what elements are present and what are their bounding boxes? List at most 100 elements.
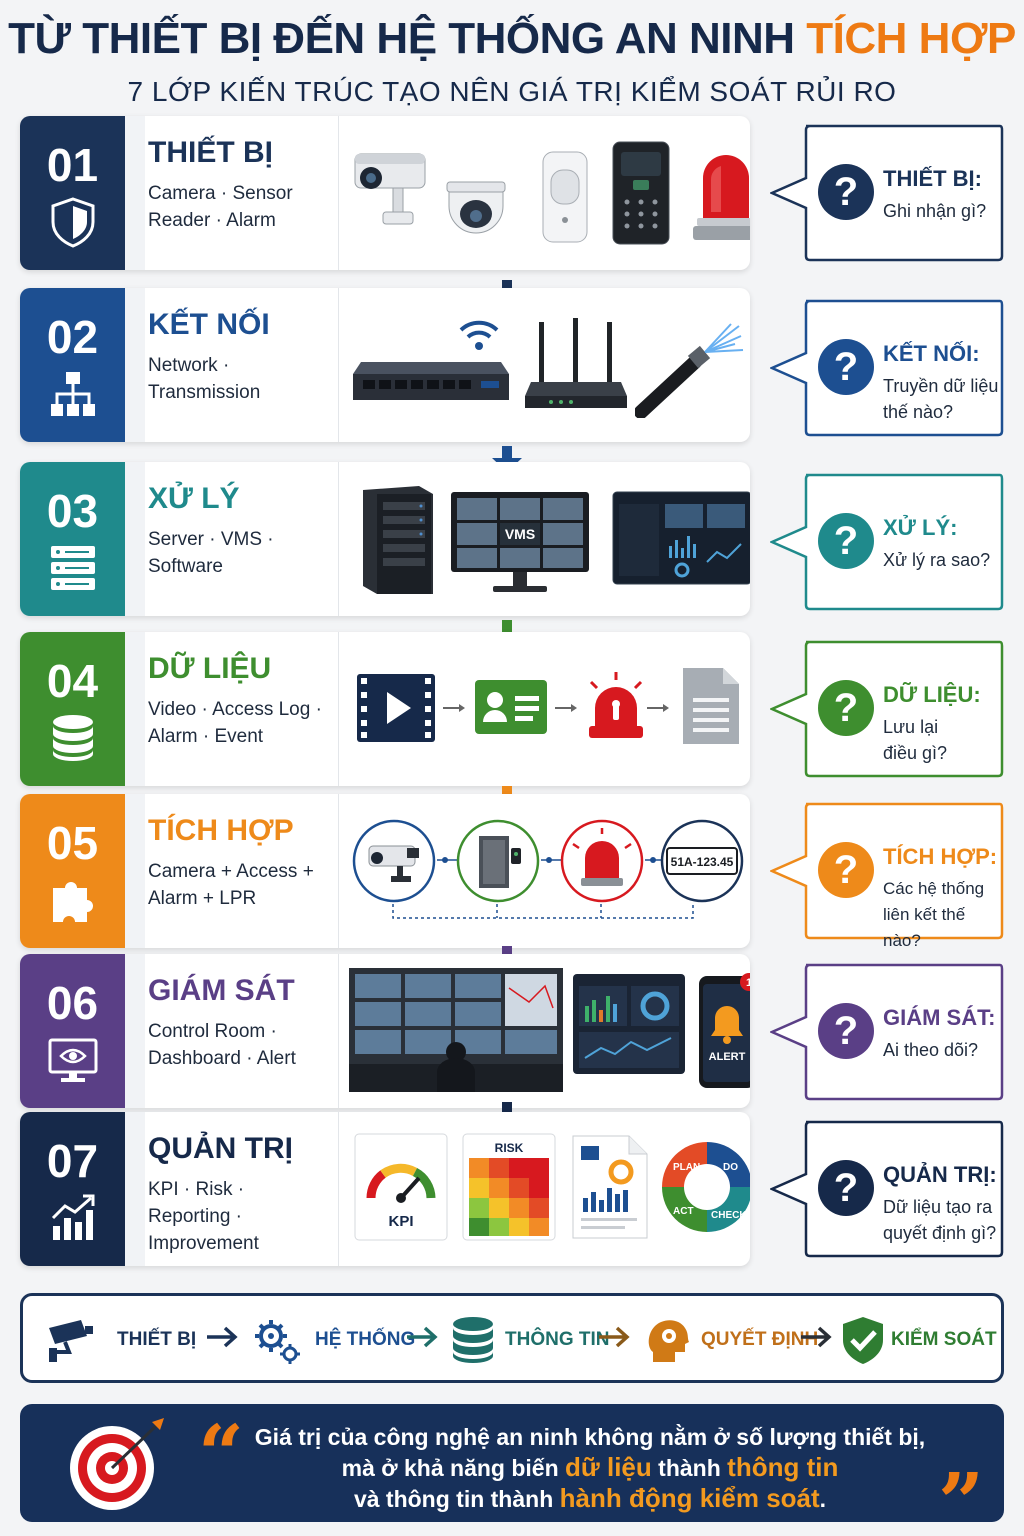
layer-name: GIÁM SÁT — [148, 974, 295, 1007]
layer-number-block: 04 — [20, 632, 125, 786]
monitoring-illustrations: ALERT 1 — [345, 954, 750, 1108]
layer-card-3: 03 XỬ LÝ Server · VMS · Software VMS — [20, 462, 750, 616]
layer-name: XỬ LÝ — [148, 482, 240, 515]
access-door-circle-icon — [456, 819, 540, 903]
layer-desc-line: Camera · Sensor — [148, 183, 293, 204]
network-illustrations — [345, 288, 745, 442]
head-gear-icon — [643, 1314, 695, 1362]
question-mark-icon: ? — [818, 164, 874, 220]
integration-connector-lines — [392, 857, 694, 919]
flow-arrow-icon — [207, 1326, 238, 1348]
layer-desc-line: Reporting · — [148, 1206, 242, 1227]
pdca-do-label: DO — [723, 1162, 738, 1173]
processing-illustrations: VMS — [345, 462, 750, 616]
software-dashboard-illustration — [612, 491, 750, 585]
router-illustration — [525, 318, 627, 408]
flow-step-label: KIỂM SOÁT — [891, 1329, 997, 1350]
layer-number: 07 — [46, 1135, 99, 1187]
flow-arrow-icon — [801, 1326, 832, 1348]
question-callout-1: ? THIẾT BỊ: Ghi nhận gì? — [770, 124, 1004, 262]
document-icon — [683, 668, 739, 744]
layer-number: 04 — [46, 655, 99, 707]
question-title: DỮ LIỆU: — [883, 682, 981, 707]
mobile-alert-illustration: ALERT 1 — [699, 973, 750, 1088]
layer-desc-line: Transmission — [148, 382, 261, 403]
question-mark-icon: ? — [818, 1003, 874, 1059]
flow-connector — [555, 704, 577, 712]
control-room-illustration — [349, 968, 563, 1092]
vms-label: VMS — [505, 526, 535, 542]
question-callout-3: ? XỬ LÝ: Xử lý ra sao? — [770, 473, 1004, 611]
question-text: Ghi nhận gì? — [883, 201, 987, 221]
bullet-camera-illustration — [354, 153, 426, 225]
quote-banner: “ Giá trị của công nghệ an ninh không nằ… — [20, 1404, 1004, 1536]
layer-number-block: 03 — [20, 462, 125, 616]
layer-card-5: 05 TÍCH HỢP Camera + Access + Alarm + LP… — [20, 794, 750, 948]
question-mark-icon: ? — [818, 339, 874, 395]
layer-card-7: 07 QUẢN TRỊ KPI · Risk · Reporting · Imp… — [20, 1112, 750, 1266]
layer-name: THIẾT BỊ — [148, 136, 273, 169]
report-document-card — [572, 1135, 648, 1239]
flow-step-label: QUYẾT ĐỊNH — [701, 1329, 819, 1350]
layer-name: KẾT NỐI — [148, 308, 270, 341]
network-switch-illustration — [353, 362, 509, 400]
close-quote-mark: ” — [938, 1455, 985, 1536]
layer-card-4: 04 DỮ LIỆU Video · Access Log · Alarm · … — [20, 632, 750, 786]
alert-badge-count: 1 — [746, 977, 750, 989]
dome-camera-illustration — [446, 181, 506, 234]
question-title: THIẾT BỊ: — [883, 166, 982, 191]
flow-step-label: HỆ THỐNG — [315, 1329, 416, 1350]
server-icon — [47, 542, 99, 594]
monitor-eye-icon — [47, 1034, 99, 1086]
layer-desc-line: Video · Access Log · — [148, 699, 322, 720]
open-quote-mark: “ — [198, 1407, 245, 1501]
shield-check-icon — [837, 1314, 889, 1364]
layer-desc-line: Dashboard · Alert — [148, 1048, 296, 1069]
flow-step-label: THIẾT BỊ — [117, 1329, 197, 1350]
gears-icon — [251, 1314, 303, 1364]
layer-desc-line: Improvement — [148, 1233, 259, 1254]
page-subtitle: 7 LỚP KIẾN TRÚC TẠO NÊN GIÁ TRỊ KIỂM SOÁ… — [127, 76, 897, 107]
fiber-cable-illustration — [635, 323, 744, 418]
layer-desc-line: KPI · Risk · — [148, 1179, 245, 1200]
layer-desc-line: Alarm · Event — [148, 726, 264, 747]
question-title: KẾT NỐI: — [883, 341, 980, 366]
question-mark-icon: ? — [818, 842, 874, 898]
layer-desc-line: Alarm + LPR — [148, 888, 257, 909]
layer-desc-line: Software — [148, 556, 223, 577]
risk-label: RISK — [495, 1141, 524, 1155]
layer-number: 06 — [46, 977, 99, 1029]
layer-card-2: 02 KẾT NỐI Network · Transmission — [20, 288, 750, 442]
flow-arrow-icon — [407, 1326, 438, 1348]
growth-chart-icon — [47, 1192, 99, 1244]
layer-name: TÍCH HỢP — [148, 814, 294, 847]
device-illustrations — [345, 116, 750, 270]
pdca-cycle-icon: PLAN DO CHECK ACT — [662, 1142, 750, 1232]
integration-illustrations: 51A-123.45 — [345, 794, 745, 948]
pdca-plan-label: PLAN — [673, 1162, 700, 1173]
alarm-siren-illustration — [693, 155, 750, 240]
shield-icon — [47, 196, 99, 248]
value-flow-bar: THIẾT BỊ HỆ THỐNG THÔNG TIN QUYẾT ĐỊNH K… — [20, 1293, 1004, 1383]
flow-connector — [647, 704, 669, 712]
flow-arrow-icon — [599, 1326, 630, 1348]
question-callout-6: ? GIÁM SÁT: Ai theo dõi? — [770, 963, 1004, 1101]
risk-matrix-card: RISK — [462, 1133, 556, 1241]
layer-number: 05 — [46, 817, 99, 869]
layer-desc-line: Server · VMS · — [148, 529, 274, 550]
pdca-check-label: CHECK — [711, 1210, 747, 1221]
layer-number-block: 07 — [20, 1112, 125, 1266]
layer-number-block: 06 — [20, 954, 125, 1108]
access-reader-illustration — [612, 141, 670, 245]
camera-circle-icon — [352, 819, 436, 903]
question-mark-icon: ? — [818, 513, 874, 569]
layer-card-1: 01 THIẾT BỊ Camera · Sensor Reader · Ala… — [20, 116, 750, 270]
layer-number: 03 — [46, 485, 99, 537]
flow-connector — [443, 704, 465, 712]
